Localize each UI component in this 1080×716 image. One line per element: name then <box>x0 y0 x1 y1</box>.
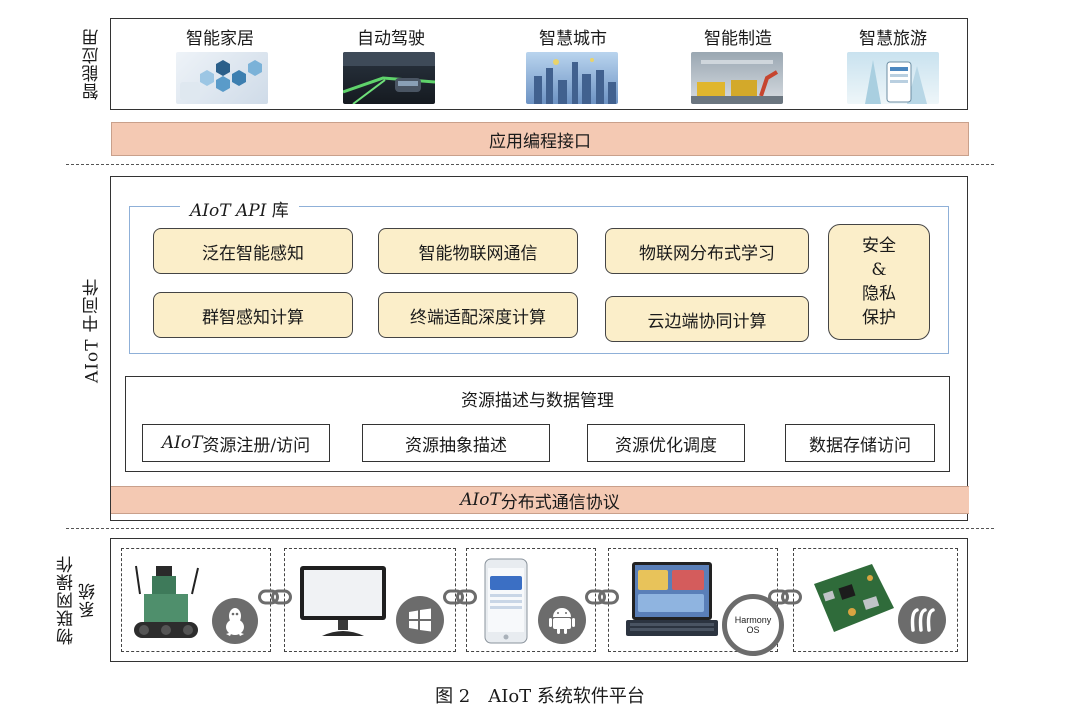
api-band: 应用编程接口 <box>111 122 969 156</box>
resource-registration-italic: AIoT <box>161 433 203 453</box>
harmony-os-text-1: Harmony <box>734 615 772 625</box>
protocol-band-rest: 分布式通信协议 <box>500 492 620 513</box>
resource-optimization-scheduling: 资源优化调度 <box>587 424 745 462</box>
circuit-board-image <box>810 562 896 636</box>
app-title-smart-city: 智慧城市 <box>539 29 607 49</box>
separator-bottom <box>66 528 994 529</box>
api-terminal-deep-computing: 终端适配深度计算 <box>378 292 578 338</box>
chain-link-icon <box>768 588 802 606</box>
middleware-label: AIoT 中间件 <box>82 278 103 384</box>
app-title-autonomous-driving: 自动驾驶 <box>357 29 425 49</box>
api-security-privacy: 安全 & 隐私 保护 <box>828 224 930 340</box>
os-layer-label-text: 物联网操作系统 <box>57 555 99 645</box>
api-ubiquitous-sensing: 泛在智能感知 <box>153 228 353 274</box>
security-line-2: & <box>871 260 887 280</box>
resource-abstract-description: 资源抽象描述 <box>362 424 550 462</box>
smartphone-image <box>484 558 528 644</box>
protocol-band: AIoT 分布式通信协议 <box>111 486 969 514</box>
api-cloud-edge-computing: 云边端协同计算 <box>605 296 809 342</box>
api-library-title-rest: 库 <box>266 201 289 221</box>
api-library-title: AIoT API 库 <box>180 196 299 221</box>
chain-link-icon <box>585 588 619 606</box>
smart-home-image <box>176 52 268 104</box>
api-library-title-italic: AIoT API <box>190 201 267 221</box>
protocol-band-italic: AIoT <box>460 490 501 510</box>
rtos-icon <box>898 596 946 644</box>
harmony-os-icon: Harmony OS <box>722 594 784 656</box>
smart-manufacturing-image <box>691 52 783 104</box>
api-library-box <box>129 206 949 354</box>
smart-city-image <box>526 52 618 104</box>
api-crowd-sensing: 群智感知计算 <box>153 292 353 338</box>
separator-top <box>66 164 994 165</box>
security-line-1: 安全 <box>862 236 896 256</box>
figure-caption: 图 2 AIoT 系统软件平台 <box>435 686 645 707</box>
resource-registration: AIoT 资源注册/访问 <box>142 424 330 462</box>
resource-registration-rest: 资源注册/访问 <box>202 435 311 456</box>
app-title-smart-tourism: 智慧旅游 <box>859 29 927 49</box>
data-storage-access: 数据存储访问 <box>785 424 935 462</box>
resource-title: 资源描述与数据管理 <box>461 391 614 411</box>
robot-car-image <box>130 560 202 642</box>
security-line-3: 隐私 <box>862 284 896 304</box>
security-line-4: 保护 <box>862 308 896 328</box>
app-title-smart-manufacturing: 智能制造 <box>704 29 772 49</box>
android-icon <box>538 596 586 644</box>
api-distributed-learning: 物联网分布式学习 <box>605 228 809 274</box>
smart-tourism-image <box>847 52 939 104</box>
windows-icon <box>396 596 444 644</box>
os-layer-label: 物联网操作系统 <box>56 538 102 662</box>
api-iot-communication: 智能物联网通信 <box>378 228 578 274</box>
chain-link-icon <box>443 588 477 606</box>
harmony-os-text-2: OS <box>746 625 760 635</box>
linux-icon <box>212 598 258 644</box>
monitor-image <box>298 562 388 640</box>
tablet-image <box>626 560 718 640</box>
app-title-smart-home: 智能家居 <box>186 29 254 49</box>
top-layer-label: 智能应用 <box>82 28 103 100</box>
chain-link-icon <box>258 588 292 606</box>
resource-box <box>125 376 950 472</box>
autonomous-driving-image <box>343 52 435 104</box>
